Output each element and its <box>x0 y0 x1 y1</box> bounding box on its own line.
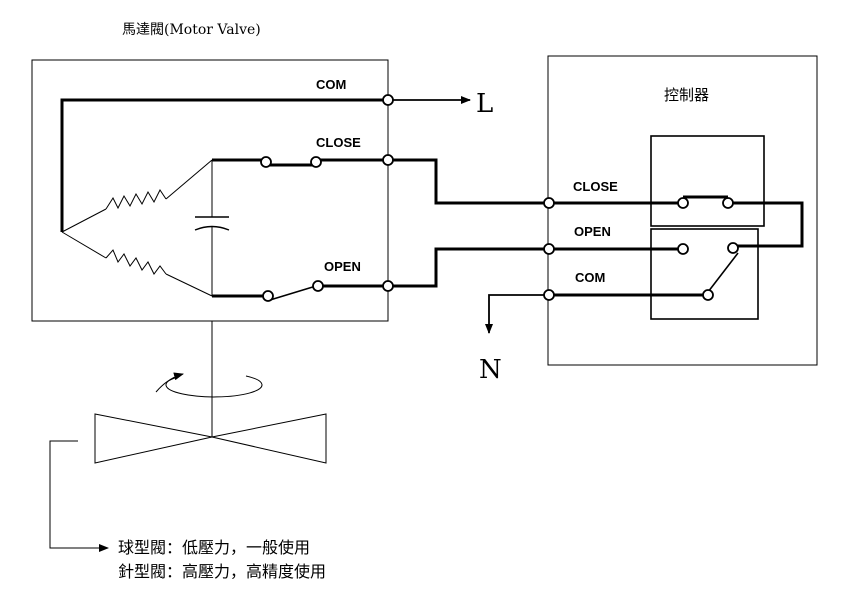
close-relay-contact-b <box>722 197 734 209</box>
controller-open-terminal <box>543 243 555 255</box>
supply-line-label: L <box>476 89 493 119</box>
com-relay-contact <box>702 289 714 301</box>
controller-open-label: OPEN <box>574 224 611 239</box>
open-wire <box>388 247 549 288</box>
motor-open-switch <box>212 284 388 301</box>
motor-valve-box <box>31 59 389 322</box>
close-relay-contact-a <box>677 197 689 209</box>
rotation-arrow-icon <box>155 372 263 398</box>
motor-close-switch-contact-a <box>260 156 272 168</box>
motor-close-switch <box>212 158 388 167</box>
note-leader <box>49 440 109 552</box>
controller-title: 控制器 <box>664 86 709 104</box>
motor-com-terminal <box>382 94 394 106</box>
motor-close-label: CLOSE <box>316 135 361 150</box>
close-wire <box>388 158 549 205</box>
needle-valve-note: 針型閥：高壓力，高精度使用 <box>118 562 326 581</box>
controller-box <box>547 55 818 366</box>
motor-winding-lower <box>61 231 213 297</box>
controller-open-relay-box <box>650 228 759 320</box>
controller-com-label: COM <box>575 270 605 285</box>
controller-com-terminal <box>543 289 555 301</box>
motor-open-switch-contact-a <box>262 290 274 302</box>
globe-valve-note: 球型閥：低壓力，一般使用 <box>118 538 310 557</box>
open-relay-contact-a <box>677 243 689 255</box>
capacitor <box>194 160 230 296</box>
motor-open-terminal <box>382 280 394 292</box>
motor-close-switch-contact-b <box>310 156 322 168</box>
motor-winding-upper <box>61 159 213 233</box>
motor-valve-title: 馬達閥(Motor Valve) <box>122 22 261 38</box>
controller-open-relay <box>549 247 739 293</box>
motor-open-label: OPEN <box>324 259 361 274</box>
terminals <box>260 94 739 302</box>
controller-close-relay-box <box>650 135 765 227</box>
controller-close-terminal <box>543 197 555 209</box>
neutral-wire <box>485 293 708 334</box>
controller-close-label: CLOSE <box>573 179 618 194</box>
motor-open-switch-contact-b <box>312 280 324 292</box>
valve-body <box>94 413 327 464</box>
open-relay-contact-b <box>727 242 739 254</box>
motor-close-terminal <box>382 154 394 166</box>
supply-neutral-label: N <box>479 355 502 385</box>
motor-com-label: COM <box>316 77 346 92</box>
controller-close-relay <box>549 195 804 248</box>
com-wire <box>60 96 471 232</box>
